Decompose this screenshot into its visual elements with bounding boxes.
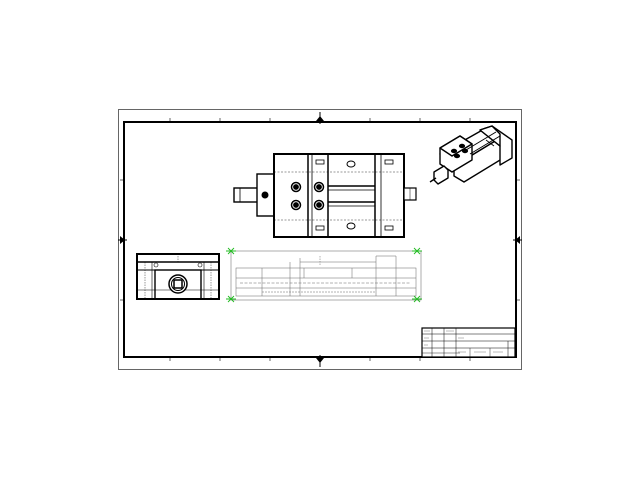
title-block bbox=[421, 327, 516, 358]
vise-top-view[interactable] bbox=[233, 153, 417, 238]
front-view-selection-box bbox=[230, 250, 422, 301]
vise-isometric-view[interactable] bbox=[429, 125, 513, 185]
vise-front-view[interactable] bbox=[226, 247, 422, 303]
top-view-screw-hole-icon bbox=[261, 191, 269, 199]
top-view-body bbox=[273, 153, 405, 238]
centering-marks bbox=[118, 112, 522, 367]
selection-handles[interactable] bbox=[226, 247, 422, 303]
iso-holes bbox=[450, 143, 469, 159]
top-view-bolt-holes bbox=[290, 181, 325, 211]
zone-ticks bbox=[120, 118, 520, 361]
front-view-geometry bbox=[235, 255, 417, 297]
top-view-screw-shaft bbox=[233, 187, 261, 203]
vise-side-view[interactable] bbox=[136, 253, 220, 300]
